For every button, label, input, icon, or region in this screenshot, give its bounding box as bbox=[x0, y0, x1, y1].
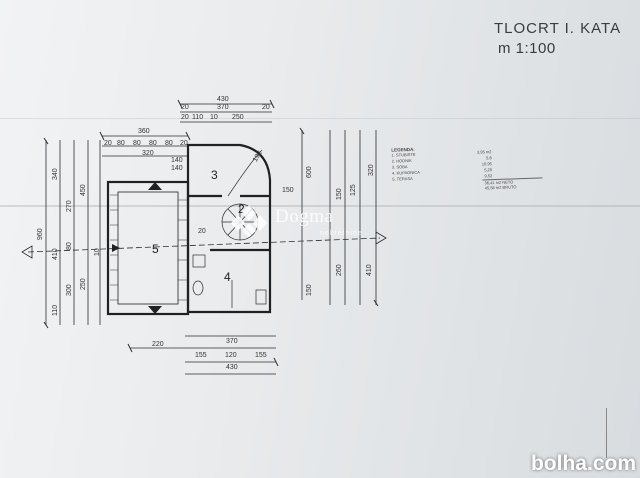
legend-number: 2. bbox=[391, 158, 396, 164]
title-block-stamp bbox=[606, 408, 640, 458]
agency-watermark: Dogma bbox=[275, 206, 334, 227]
dimension-label: 80 bbox=[66, 242, 73, 250]
dimension-label: 140 bbox=[171, 165, 183, 172]
dimension-label: 220 bbox=[152, 341, 164, 348]
dimension-label: 80 bbox=[133, 140, 141, 147]
dimension-label: 250 bbox=[232, 114, 244, 121]
room-number: 4 bbox=[224, 270, 231, 284]
room-number: 5 bbox=[152, 242, 159, 256]
dimension-label: 410 bbox=[366, 264, 373, 276]
dimension-label: 340 bbox=[52, 168, 59, 180]
dimension-label: 150 bbox=[336, 188, 343, 200]
dimension-label: 125 bbox=[350, 184, 357, 196]
room-number: 2 bbox=[238, 202, 245, 216]
dimension-label: 600 bbox=[306, 166, 313, 178]
dimension-label: 20 bbox=[180, 140, 188, 147]
paper-fold bbox=[0, 205, 640, 207]
dimension-label: 430 bbox=[226, 364, 238, 371]
dimension-label: 410 bbox=[52, 248, 59, 260]
dimension-label: 80 bbox=[117, 140, 125, 147]
dimension-label: 370 bbox=[217, 104, 229, 111]
dimension-label: 140 bbox=[171, 157, 183, 164]
dimension-label: 960 bbox=[37, 228, 44, 240]
dimension-label: 20 bbox=[262, 104, 270, 111]
dimension-label: 450 bbox=[80, 184, 87, 196]
dimension-label: 320 bbox=[368, 164, 375, 176]
dimension-label: 20 bbox=[181, 104, 189, 111]
dimension-label: 430 bbox=[217, 96, 229, 103]
dimension-label: 10 bbox=[210, 114, 218, 121]
dimension-label: 150 bbox=[282, 187, 294, 194]
dimension-label: 10 bbox=[94, 248, 101, 256]
paper-fold bbox=[0, 118, 640, 119]
drawing-title: TLOCRT I. KATA bbox=[494, 20, 622, 37]
legend-number: 5. bbox=[392, 176, 396, 182]
legend-number: 4. bbox=[392, 170, 396, 176]
dimension-label: 270 bbox=[66, 200, 73, 212]
site-watermark: bolha.com bbox=[530, 452, 636, 475]
dimension-label: 370 bbox=[226, 338, 238, 345]
dimension-label: 250 bbox=[80, 278, 87, 290]
legend-room: KUPAONICA bbox=[396, 169, 420, 176]
agency-watermark-subtitle: nekretnine bbox=[320, 230, 363, 237]
dimension-label: 320 bbox=[142, 150, 154, 157]
dimension-label: 20 bbox=[198, 228, 206, 235]
legend-room: TERASA bbox=[396, 175, 413, 182]
legend-room: STUBISTE bbox=[395, 151, 416, 158]
room-legend: LEGENDA: 1. STUBISTE 3,95 m2 2. HODNIK 5… bbox=[391, 142, 543, 193]
room-number: 3 bbox=[211, 168, 218, 182]
legend-number: 3. bbox=[391, 164, 396, 170]
dimension-label: 80 bbox=[165, 140, 173, 147]
legend-number: 1. bbox=[391, 152, 395, 158]
dimension-label: 360 bbox=[138, 128, 150, 135]
dimension-label: 120 bbox=[225, 352, 237, 359]
dimension-label: 80 bbox=[149, 140, 157, 147]
drawing-scale: m 1:100 bbox=[498, 40, 556, 57]
dimension-label: 300 bbox=[66, 284, 73, 296]
dimension-label: 110 bbox=[52, 304, 59, 316]
legend-area: 9,52 bbox=[484, 173, 493, 179]
dimension-label: 150 bbox=[306, 284, 313, 296]
dimension-label: 155 bbox=[255, 352, 267, 359]
legend-room: HODNIK bbox=[396, 157, 412, 164]
dimension-label: 20 bbox=[104, 140, 112, 147]
agency-logo-icon bbox=[231, 205, 267, 237]
dimension-label: 260 bbox=[336, 264, 343, 276]
dimension-label: 155 bbox=[195, 352, 207, 359]
dimension-label: 110 bbox=[192, 114, 204, 121]
dimension-label: 20 bbox=[181, 114, 189, 121]
legend-room: SOBA bbox=[396, 164, 408, 170]
